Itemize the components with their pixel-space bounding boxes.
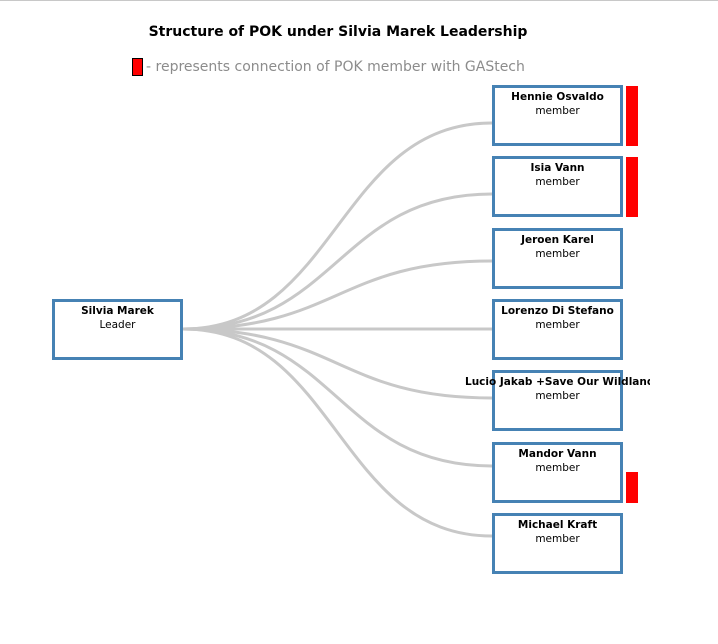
member-role: member [535,462,580,474]
top-border [0,0,718,1]
member-node-lorenzo-di-stefano[interactable]: Lorenzo Di Stefano member [492,299,623,360]
link-to-lucio-jakab [182,327,493,400]
gastech-marker-hennie-osvaldo [626,86,638,146]
member-name: Michael Kraft [517,519,598,531]
link-to-isia-vann [182,192,493,331]
link-to-jeroen-karel [182,259,493,331]
member-role: member [535,319,580,331]
member-role: member [535,176,580,188]
gastech-marker-isia-vann [626,157,638,217]
legend-text: - represents connection of POK member wi… [146,59,525,75]
legend: - represents connection of POK member wi… [132,56,525,78]
member-node-mandor-vann[interactable]: Mandor Vann member [492,442,623,503]
member-node-jeroen-karel[interactable]: Jeroen Karel member [492,228,623,289]
member-node-hennie-osvaldo[interactable]: Hennie Osvaldo member [492,85,623,146]
member-node-michael-kraft[interactable]: Michael Kraft member [492,513,623,574]
leader-name: Silvia Marek [81,305,154,317]
leader-role: Leader [99,319,136,331]
member-role: member [535,105,580,117]
leader-node[interactable]: Silvia Marek Leader [52,299,183,360]
member-name: Lucio Jakab +Save Our Wildlands [465,376,650,388]
legend-gastech-swatch [132,58,143,76]
link-to-hennie-osvaldo [182,121,493,331]
member-node-isia-vann[interactable]: Isia Vann member [492,156,623,217]
member-name: Isia Vann [530,162,585,174]
member-name: Hennie Osvaldo [511,91,604,103]
link-to-mandor-vann [182,327,493,468]
diagram-title: Structure of POK under Silvia Marek Lead… [148,24,528,40]
link-to-michael-kraft [182,327,493,538]
member-name: Mandor Vann [518,448,597,460]
member-role: member [535,533,580,545]
member-name: Jeroen Karel [521,234,594,246]
gastech-marker-mandor-vann [626,472,638,503]
member-role: member [535,248,580,260]
member-role: member [535,390,580,402]
member-node-lucio-jakab[interactable]: Lucio Jakab +Save Our Wildlands member [465,370,650,431]
member-name: Lorenzo Di Stefano [501,305,614,317]
